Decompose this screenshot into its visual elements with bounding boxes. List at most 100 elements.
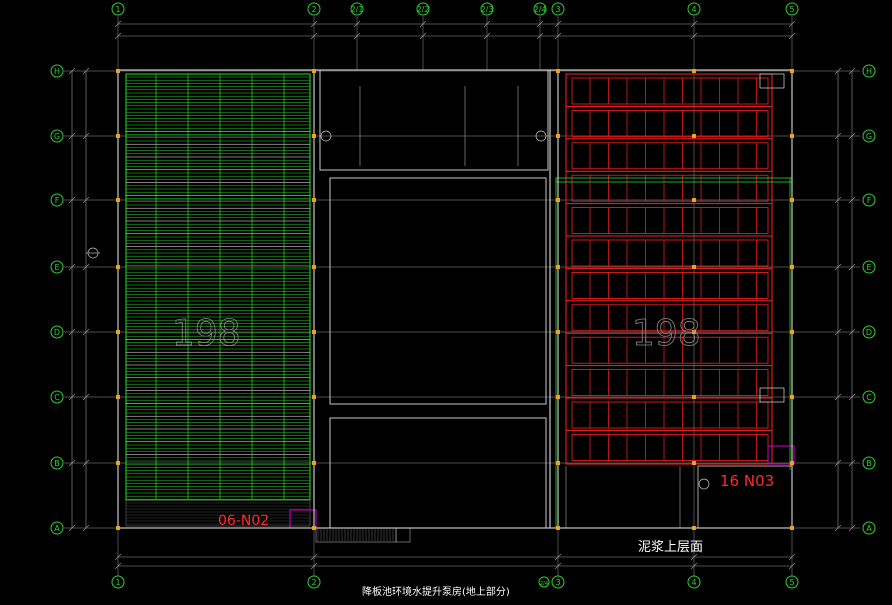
central-pit — [329, 177, 547, 405]
right-corner-label: 泥浆上层面 — [638, 540, 703, 555]
column — [116, 265, 120, 269]
axis-bubble-label: 2 — [311, 5, 316, 14]
axis-bubble-label: E — [54, 263, 59, 272]
column — [692, 134, 696, 138]
column — [692, 265, 696, 269]
axis-bubble-label: 3 — [555, 5, 560, 14]
column — [790, 265, 794, 269]
axis-bubble-label: 1 — [115, 578, 120, 587]
axis-bubble — [50, 521, 64, 535]
axis-bubble — [862, 521, 876, 535]
tank-cell — [571, 271, 769, 299]
column — [556, 69, 560, 73]
column — [692, 198, 696, 202]
column — [790, 198, 794, 202]
column — [790, 69, 794, 73]
axis-bubble — [416, 2, 430, 16]
axis-bubble-label: G — [54, 132, 60, 141]
stair-landing — [395, 527, 411, 543]
axis-bubble-label: 2 — [311, 578, 316, 587]
axis-bubble — [862, 456, 876, 470]
column — [312, 395, 316, 399]
column — [312, 526, 316, 530]
lower-pit — [329, 417, 547, 529]
axis-bubble — [111, 2, 125, 16]
tank-cell — [571, 401, 769, 429]
column — [116, 134, 120, 138]
column — [556, 395, 560, 399]
left-zone-code: 06-N02 — [218, 513, 269, 529]
axis-bubble — [533, 2, 547, 16]
axis-bubble-label: 4 — [691, 578, 696, 587]
tank-outline — [565, 73, 773, 465]
right-tank-array — [555, 73, 795, 529]
axis-bubble — [551, 2, 565, 16]
axis-bubble-label: 2/4 — [540, 581, 548, 587]
axis-bubble-label: G — [866, 132, 872, 141]
column — [312, 265, 316, 269]
axis-bubble-label: B — [54, 459, 60, 468]
axis-bubble-label: 5 — [789, 5, 794, 14]
tank-cell — [571, 207, 769, 235]
building-walls — [116, 69, 794, 530]
axis-bubble-label: F — [867, 196, 872, 205]
column — [116, 198, 120, 202]
column — [692, 461, 696, 465]
column — [790, 134, 794, 138]
column — [116, 461, 120, 465]
axis-bubble-label: D — [866, 328, 872, 337]
axis-bubble-label: 2/2 — [417, 5, 430, 14]
axis-bubble-label: 5 — [789, 578, 794, 587]
axis-bubble — [50, 193, 64, 207]
axis-bubble-label: 2/3 — [481, 5, 494, 14]
axis-bubble — [785, 575, 799, 589]
tank-cell — [571, 142, 769, 170]
column — [692, 395, 696, 399]
axis-bubble-label: A — [866, 524, 872, 533]
axis-bubble-label: A — [54, 524, 60, 533]
tank-cell — [571, 110, 769, 137]
column — [312, 461, 316, 465]
column — [556, 198, 560, 202]
column — [556, 265, 560, 269]
axis-bubble-label: C — [866, 393, 872, 402]
axis-bubble — [350, 2, 364, 16]
mid-right-box — [759, 387, 785, 403]
left-zone-number: 198 — [172, 313, 241, 354]
left-grating-area — [86, 73, 317, 529]
tank-cell — [571, 336, 769, 364]
axis-bubble — [50, 64, 64, 78]
axis-bubble — [50, 390, 64, 404]
axis-bubble-label: E — [866, 263, 871, 272]
axis-bubble — [862, 325, 876, 339]
column — [556, 526, 560, 530]
axis-bubble — [307, 575, 321, 589]
axis-bubble — [862, 390, 876, 404]
axis-bubble-label: F — [55, 196, 60, 205]
column — [312, 69, 316, 73]
column — [312, 198, 316, 202]
pump-symbol — [320, 130, 332, 142]
top-right-box — [759, 73, 785, 89]
tank-cell — [571, 433, 769, 461]
right-zone-code: 16 N03 — [720, 472, 774, 490]
column — [790, 395, 794, 399]
axis-bubble-label: B — [866, 459, 872, 468]
axis-bubble-label: 2/4 — [534, 5, 547, 14]
column — [790, 330, 794, 334]
column — [556, 330, 560, 334]
axis-bubble — [50, 325, 64, 339]
column — [692, 69, 696, 73]
axis-bubble — [862, 64, 876, 78]
axis-bubble-label: H — [54, 67, 60, 76]
axis-bubble — [785, 2, 799, 16]
tank-cell — [571, 239, 769, 267]
pump-symbol — [535, 130, 547, 142]
tank-cell — [571, 304, 769, 332]
axis-bubble — [111, 575, 125, 589]
axis-bubble — [687, 575, 701, 589]
column — [556, 134, 560, 138]
drawing-title: 降板池环境水提升泵房(地上部分) — [362, 585, 510, 598]
axis-bubble — [862, 260, 876, 274]
